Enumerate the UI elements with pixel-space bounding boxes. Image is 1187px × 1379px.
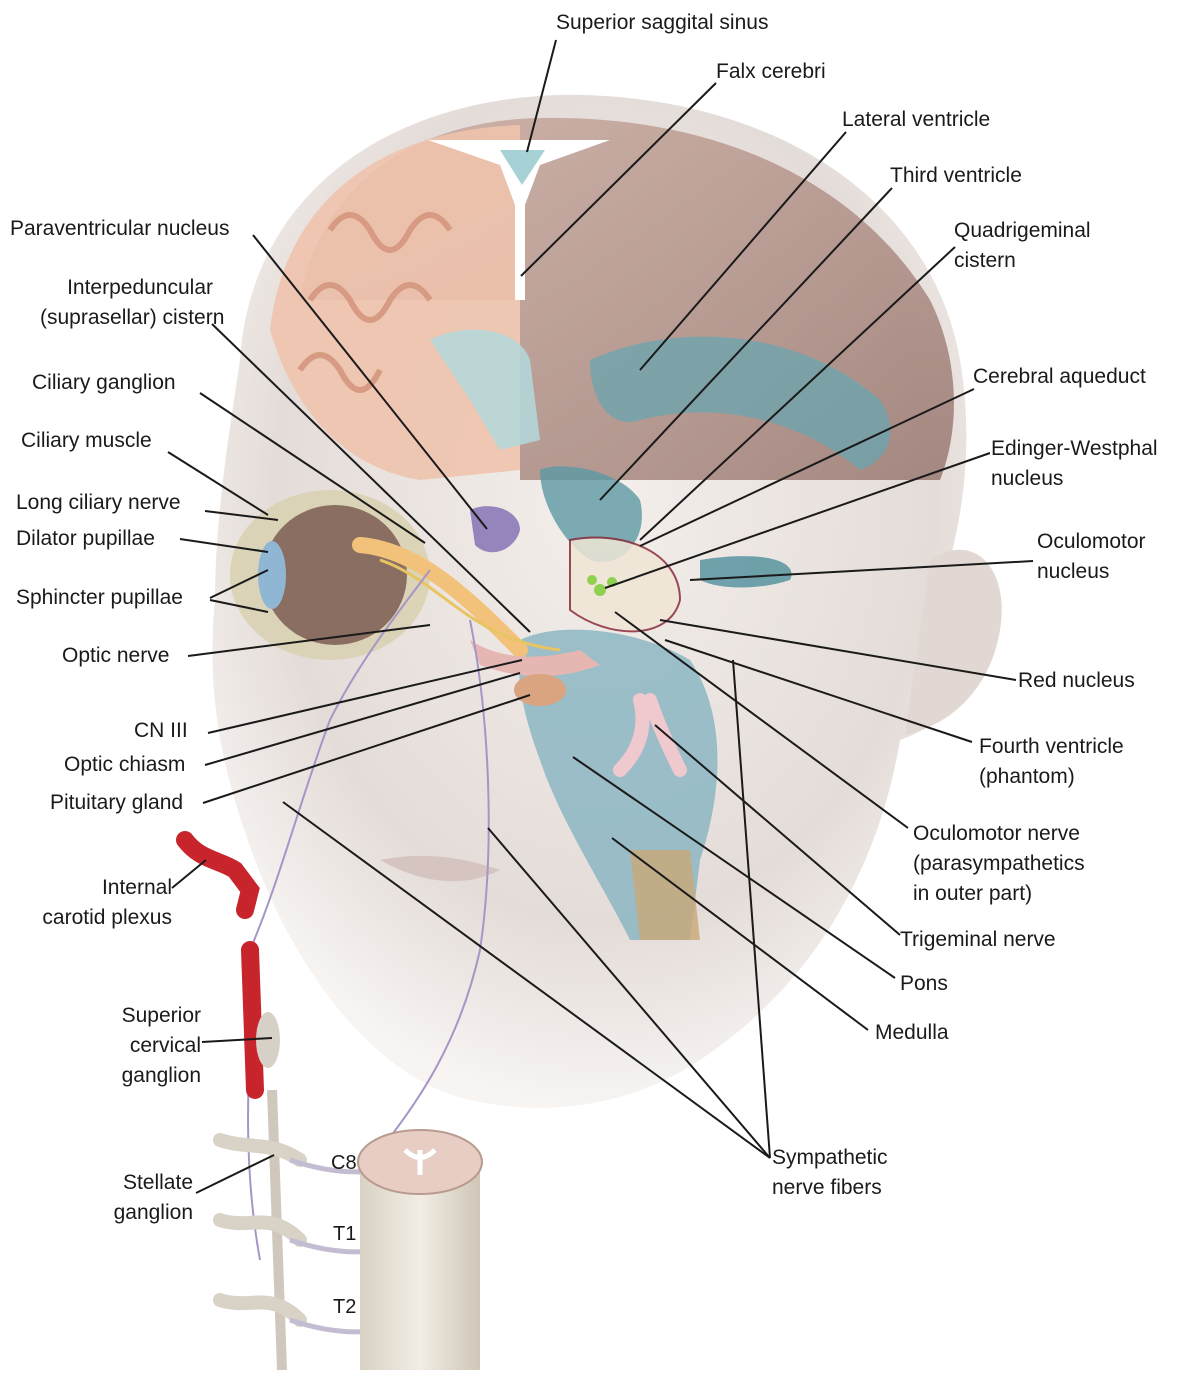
label-line: Edinger-Westphal (991, 434, 1158, 464)
label-pons: Pons (900, 969, 948, 999)
label-paraventricular-nucleus: Paraventricular nucleus (10, 214, 229, 244)
label-line: nucleus (1037, 557, 1146, 587)
pituitary-shape (514, 674, 566, 706)
label-line: ganglion (80, 1061, 201, 1091)
label-line: in outer part) (913, 879, 1085, 909)
carotid-artery-segment (250, 950, 255, 1090)
label-long-ciliary-nerve: Long ciliary nerve (16, 488, 181, 518)
label-segment-t1: T1 (333, 1223, 356, 1246)
label-optic-chiasm: Optic chiasm (64, 750, 185, 780)
label-optic-nerve: Optic nerve (62, 641, 169, 671)
label-internal-carotid-plexus: Internal carotid plexus (20, 873, 172, 933)
label-dilator-pupillae: Dilator pupillae (16, 524, 155, 554)
label-line: ganglion (90, 1198, 193, 1228)
label-line: Superior (80, 1001, 201, 1031)
label-line: (parasympathetics (913, 849, 1085, 879)
label-quadrigeminal-cistern: Quadrigeminal cistern (954, 216, 1091, 276)
label-edinger-westphal-nucleus: Edinger-Westphal nucleus (991, 434, 1158, 494)
label-line: cistern (954, 246, 1091, 276)
label-medulla: Medulla (875, 1018, 949, 1048)
label-falx-cerebri: Falx cerebri (716, 57, 826, 87)
spinal-cord (358, 1130, 482, 1370)
label-trigeminal-nerve: Trigeminal nerve (900, 925, 1056, 955)
label-oculomotor-nucleus: Oculomotor nucleus (1037, 527, 1146, 587)
label-pituitary-gland: Pituitary gland (50, 788, 183, 818)
label-line: Internal (20, 873, 172, 903)
label-segment-c8: C8 (331, 1152, 357, 1175)
label-line: (suprasellar) cistern (40, 303, 213, 333)
label-segment-t2: T2 (333, 1296, 356, 1319)
label-ciliary-ganglion: Ciliary ganglion (32, 368, 176, 398)
label-line: Interpeduncular (40, 273, 213, 303)
label-ciliary-muscle: Ciliary muscle (21, 426, 152, 456)
label-line: Stellate (90, 1168, 193, 1198)
label-cn-iii: CN III (134, 716, 188, 746)
label-third-ventricle: Third ventricle (890, 161, 1022, 191)
label-superior-cervical-ganglion: Superior cervical ganglion (80, 1001, 201, 1091)
label-line: Sympathetic (772, 1143, 888, 1173)
label-line: Oculomotor nerve (913, 819, 1085, 849)
label-fourth-ventricle: Fourth ventricle (phantom) (979, 732, 1124, 792)
label-line: carotid plexus (20, 903, 172, 933)
label-line: Fourth ventricle (979, 732, 1124, 762)
label-line: Oculomotor (1037, 527, 1146, 557)
label-line: Quadrigeminal (954, 216, 1091, 246)
label-interpeduncular-cistern: Interpeduncular (suprasellar) cistern (40, 273, 213, 333)
label-sympathetic-nerve-fibers: Sympathetic nerve fibers (772, 1143, 888, 1203)
label-line: nerve fibers (772, 1173, 888, 1203)
label-cerebral-aqueduct: Cerebral aqueduct (973, 362, 1146, 392)
label-superior-saggital-sinus: Superior saggital sinus (556, 8, 768, 38)
label-sphincter-pupillae: Sphincter pupillae (16, 583, 183, 613)
label-red-nucleus: Red nucleus (1018, 666, 1135, 696)
label-stellate-ganglion: Stellate ganglion (90, 1168, 193, 1228)
label-lateral-ventricle: Lateral ventricle (842, 105, 990, 135)
label-line: cervical (80, 1031, 201, 1061)
label-line: nucleus (991, 464, 1158, 494)
label-line: (phantom) (979, 762, 1124, 792)
label-oculomotor-nerve: Oculomotor nerve (parasympathetics in ou… (913, 819, 1085, 909)
